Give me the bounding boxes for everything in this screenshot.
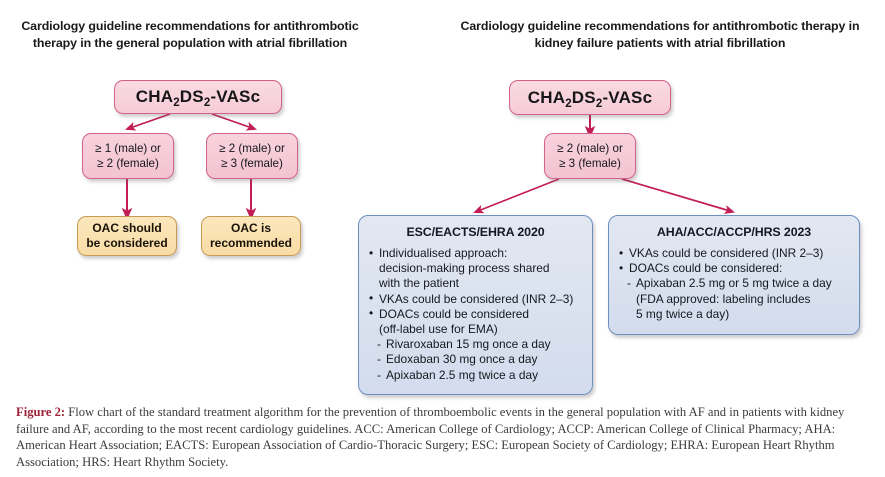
- criteria-box-left-high: ≥ 2 (male) or ≥ 3 (female): [206, 133, 298, 179]
- arrow-right-criteria-to-aha: [621, 178, 736, 214]
- list-item: DOACs could be considered:: [618, 261, 850, 276]
- list-item: Edoxaban 30 mg once a day: [368, 352, 583, 367]
- list-item: (FDA approved: labeling includes 5 mg tw…: [636, 291, 811, 321]
- list-item: Rivaroxaban 15 mg once a day: [368, 337, 583, 352]
- guideline-box-esc-list: Individualised approach: decision-making…: [368, 246, 583, 384]
- figure-caption-text: Flow chart of the standard treatment alg…: [16, 405, 845, 469]
- right-column-title: Cardiology guideline recommendations for…: [460, 19, 860, 50]
- figure-caption: Figure 2: Flow chart of the standard tre…: [16, 404, 869, 470]
- score-label-left: CHA2DS2-VASc: [135, 87, 261, 109]
- arrow-left-score-to-high: [211, 113, 257, 131]
- guideline-box-esc: ESC/EACTS/EHRA 2020 Individualised appro…: [358, 215, 593, 395]
- guideline-box-aha: AHA/ACC/ACCP/HRS 2023 VKAs could be cons…: [608, 215, 860, 335]
- outcome-box-oac-is-recommended: OAC is recommended: [201, 216, 301, 256]
- list-item: Apixaban 2.5 mg or 5 mg twice a day: [618, 276, 850, 291]
- arrow-right-criteria-to-esc: [473, 178, 560, 214]
- score-label-right: CHA2DS2-VASc: [527, 87, 653, 110]
- list-item: Apixaban 2.5 mg twice a day: [368, 368, 583, 383]
- list-item: DOACs could be considered (off-label use…: [368, 306, 583, 337]
- left-column-title: Cardiology guideline recommendations for…: [21, 19, 359, 50]
- criteria-box-right: ≥ 2 (male) or ≥ 3 (female): [544, 133, 636, 179]
- guideline-box-aha-heading: AHA/ACC/ACCP/HRS 2023: [656, 225, 812, 239]
- list-item: Individualised approach: decision-making…: [368, 246, 583, 292]
- guideline-box-aha-list: VKAs could be considered (INR 2–3) DOACs…: [618, 245, 850, 322]
- arrow-left-score-to-low: [125, 113, 171, 131]
- criteria-box-left-low: ≥ 1 (male) or ≥ 2 (female): [82, 133, 174, 179]
- list-item: VKAs could be considered (INR 2–3): [368, 291, 583, 307]
- figure-caption-label: Figure 2:: [16, 405, 66, 419]
- outcome-box-oac-should-be-considered: OAC should be considered: [77, 216, 177, 256]
- guideline-box-esc-heading: ESC/EACTS/EHRA 2020: [406, 225, 545, 239]
- score-box-right-chads-vasc: CHA2DS2-VASc: [509, 80, 671, 115]
- score-box-left-chads-vasc: CHA2DS2-VASc: [114, 80, 282, 114]
- list-item: VKAs could be considered (INR 2–3): [618, 245, 850, 261]
